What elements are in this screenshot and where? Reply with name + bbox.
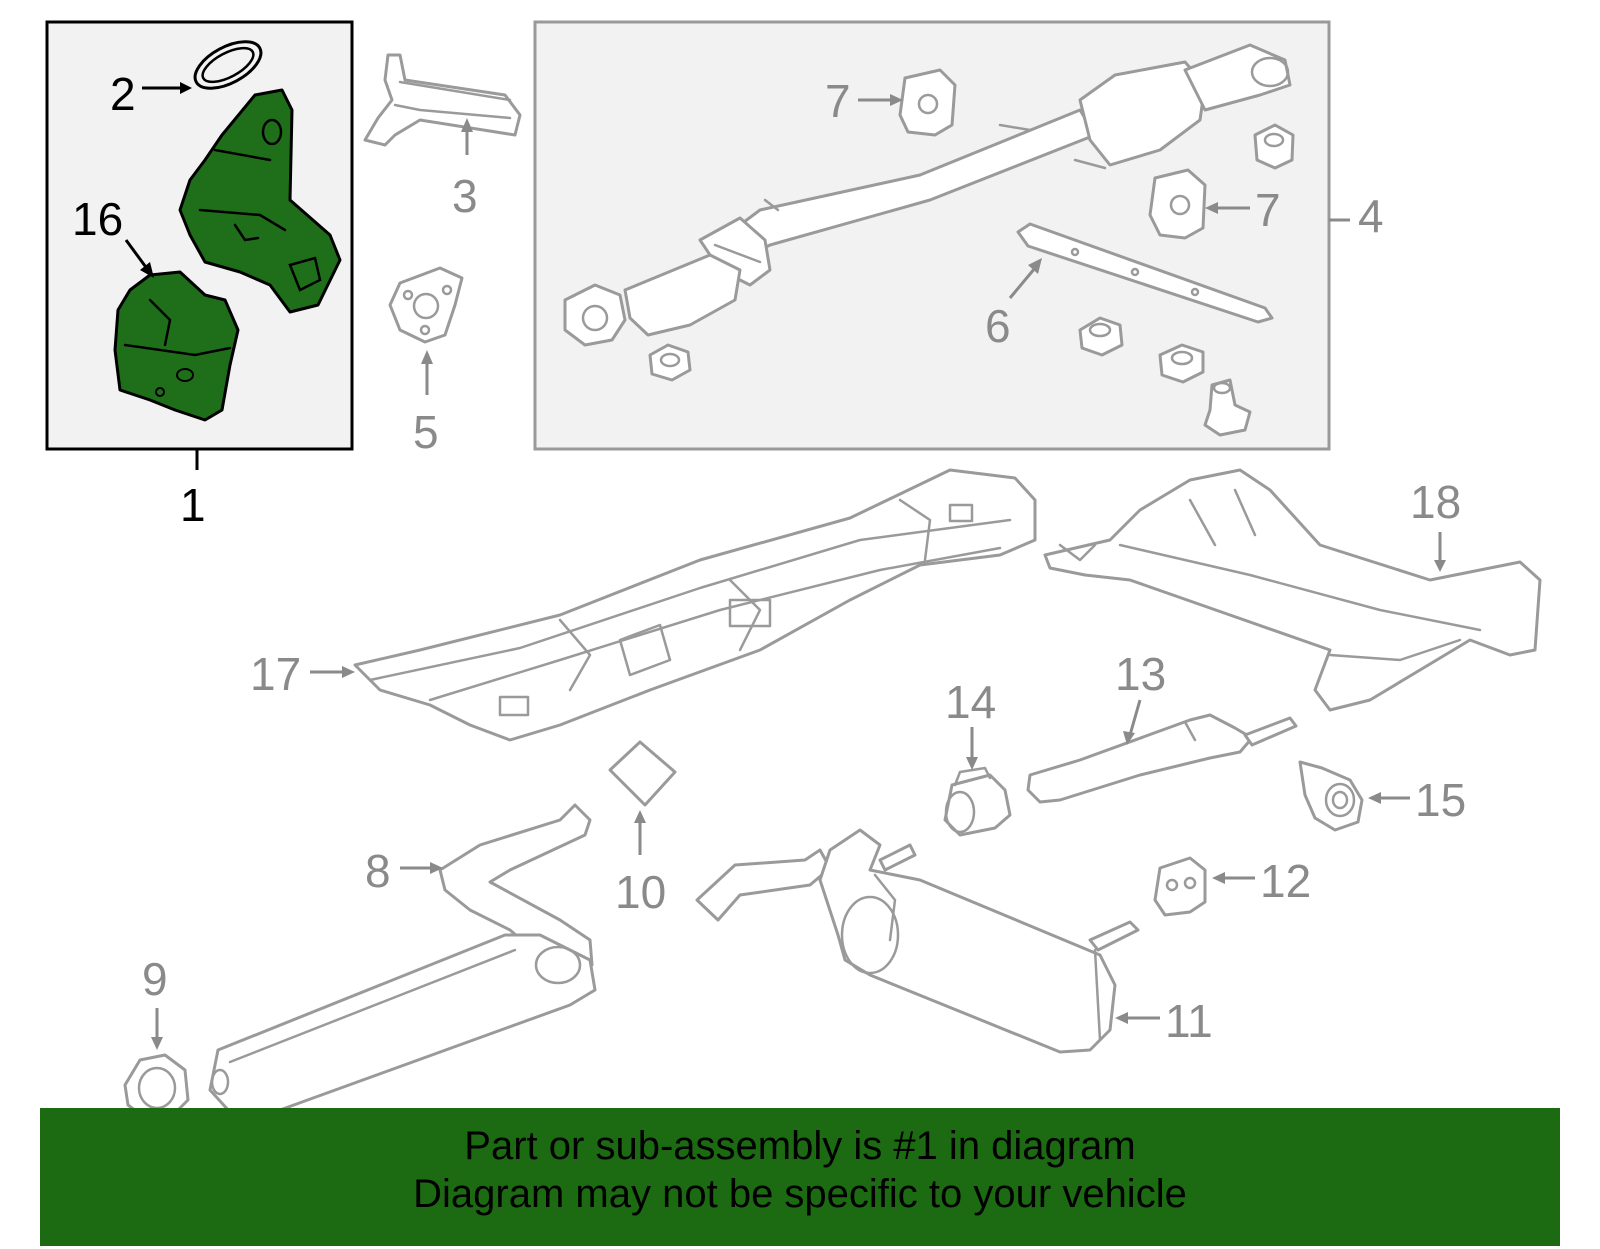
part-13-tail-pipe[interactable]	[1026, 713, 1298, 804]
callout-13-arrow	[1123, 731, 1135, 745]
callout-5-arrow	[421, 350, 433, 364]
callout-8: 8	[365, 845, 391, 897]
nut-panel4-mid-b[interactable]	[1158, 343, 1205, 384]
callout-14: 14	[945, 676, 996, 728]
callout-14-arrow	[966, 757, 978, 770]
part-7-insulator-right[interactable]	[1148, 168, 1207, 240]
callout-12-arrow	[1212, 872, 1225, 884]
callout-18-arrow	[1434, 560, 1446, 572]
callout-11-arrow	[1115, 1012, 1128, 1024]
callout-6: 6	[985, 300, 1011, 352]
callout-15-arrow	[1368, 792, 1381, 804]
callout-9: 9	[142, 953, 168, 1005]
callout-13: 13	[1115, 648, 1166, 700]
notice-banner: Part or sub-assembly is #1 in diagram Di…	[40, 1108, 1560, 1246]
part-5-flange-gasket[interactable]	[388, 266, 464, 344]
part-10-pad[interactable]	[608, 740, 677, 807]
part-2-gasket[interactable]	[188, 32, 268, 98]
callout-8-arrow	[430, 862, 443, 874]
callout-2: 2	[110, 68, 136, 120]
callout-17: 17	[250, 648, 301, 700]
callout-7a: 7	[825, 75, 851, 127]
callout-16-arrow	[140, 262, 154, 278]
callout-7b: 7	[1255, 184, 1281, 236]
callout-12: 12	[1260, 855, 1311, 907]
part-18-heat-shield[interactable]	[1043, 468, 1542, 712]
callout-16-leader	[124, 239, 150, 271]
callout-3: 3	[452, 170, 478, 222]
part-17-heat-shield[interactable]	[353, 468, 1037, 742]
callout-3-arrow	[461, 118, 473, 132]
callout-10: 10	[615, 866, 666, 918]
part-11-rear-muffler[interactable]	[695, 828, 1140, 1054]
bolt-panel4[interactable]	[1203, 378, 1252, 437]
nut-flange-left[interactable]	[648, 343, 692, 382]
callout-6-arrow	[1028, 258, 1042, 274]
part-6-bracket[interactable]	[1016, 222, 1274, 324]
callout-18: 18	[1410, 476, 1461, 528]
callout-10-arrow	[634, 810, 646, 823]
part-14-clamp[interactable]	[943, 766, 1012, 837]
nut-panel4-mid-a[interactable]	[1078, 316, 1124, 357]
callout-15: 15	[1415, 774, 1466, 826]
nut-panel4-top-right[interactable]	[1253, 123, 1295, 170]
callout-7b-arrow	[1205, 202, 1218, 214]
callout-5: 5	[413, 406, 439, 458]
callout-2-arrow	[180, 82, 192, 94]
callout-6-leader	[1008, 267, 1037, 299]
callout-16: 16	[72, 193, 123, 245]
callout-9-arrow	[151, 1037, 163, 1050]
banner-line-2: Diagram may not be specific to your vehi…	[413, 1172, 1187, 1216]
part-8-muffler[interactable]	[208, 803, 597, 1114]
callout-1: 1	[180, 479, 206, 531]
callout-7a-arrow	[890, 94, 903, 106]
callout-11: 11	[1165, 995, 1213, 1047]
callout-4: 4	[1358, 190, 1384, 242]
part-15-hanger[interactable]	[1298, 760, 1364, 832]
part-7-insulator-top[interactable]	[898, 68, 957, 137]
part-1-catalytic-converter[interactable]	[178, 88, 342, 314]
part-16-heat-shield[interactable]	[113, 270, 240, 422]
banner-line-1: Part or sub-assembly is #1 in diagram	[464, 1124, 1136, 1168]
part-3-bracket[interactable]	[363, 53, 522, 147]
callout-13-leader	[1128, 699, 1142, 736]
callout-17-arrow	[342, 666, 355, 678]
part-12-insulator[interactable]	[1153, 856, 1207, 917]
part-4-intermediate-pipe[interactable]	[563, 43, 1292, 347]
